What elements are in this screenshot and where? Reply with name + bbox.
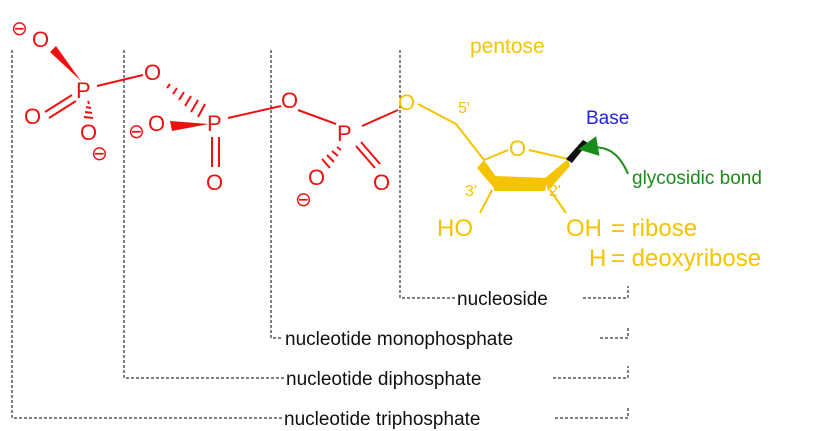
- hydroxyl-2: OH: [566, 215, 602, 242]
- charge-p2: ⊖: [128, 121, 145, 143]
- bracket-label-monophosphate: nucleotide monophosphate: [285, 329, 513, 350]
- base-label: Base: [586, 108, 629, 129]
- bracket-label-triphosphate: nucleotide triphosphate: [284, 409, 480, 430]
- carbon-2-label: 2': [549, 183, 561, 200]
- carbon-3-label: 3': [465, 183, 477, 200]
- glycosidic-bond-label: glycosidic bond: [632, 168, 762, 189]
- phosphate-bonds: [44, 46, 399, 169]
- oxygen-bridge-2: O: [281, 88, 298, 113]
- oxygen-5: O: [398, 90, 415, 115]
- oxygen-p1-double: O: [24, 104, 41, 129]
- charge-p1: ⊖: [91, 143, 108, 165]
- ribose-label: = ribose: [611, 215, 697, 242]
- glycosidic-arrow: [578, 136, 629, 175]
- pentose-sugar: pentose O 5' O 3' 2' HO OH = ribose H = …: [398, 35, 761, 272]
- phosphate-atoms: ⊖ O P O O O ⊖ ⊖ O P O O P O ⊖ O: [11, 18, 390, 211]
- pentose-label: pentose: [470, 35, 545, 58]
- bracket-triphosphate: nucleotide triphosphate: [11, 50, 629, 430]
- bracket-nucleoside: nucleoside: [399, 50, 629, 310]
- oxygen-bridge-1: O: [144, 60, 161, 85]
- bracket-monophosphate: nucleotide monophosphate: [270, 50, 629, 350]
- oxygen-p3-double: O: [373, 170, 390, 195]
- carbon-5-label: 5': [458, 100, 470, 117]
- hashed-bond-p3: [321, 146, 342, 169]
- oxygen-p3-lower: O: [308, 165, 325, 190]
- oxygen-p1-lower: O: [80, 120, 97, 145]
- bracket-label-diphosphate: nucleotide diphosphate: [286, 369, 481, 390]
- oxygen-p2-left: O: [148, 111, 165, 136]
- base-group: Base glycosidic bond: [566, 108, 762, 189]
- deoxyribose-h: H: [589, 245, 606, 272]
- deoxyribose-label: = deoxyribose: [611, 245, 761, 272]
- phosphorus-2: P: [207, 111, 222, 136]
- hashed-bond-p1: [83, 100, 94, 119]
- bracket-label-nucleoside: nucleoside: [457, 289, 548, 310]
- hydroxyl-3: HO: [437, 215, 473, 242]
- oxygen-top: O: [32, 27, 49, 52]
- phosphorus-3: P: [337, 121, 352, 146]
- bracket-diphosphate: nucleotide diphosphate: [123, 50, 629, 390]
- phosphorus-1: P: [76, 78, 91, 103]
- charge-p3: ⊖: [295, 189, 312, 211]
- hashed-bond-o1-p2: [166, 83, 206, 118]
- oxygen-ring: O: [509, 136, 526, 161]
- charge-top: ⊖: [11, 18, 28, 40]
- oxygen-p2-double: O: [206, 170, 223, 195]
